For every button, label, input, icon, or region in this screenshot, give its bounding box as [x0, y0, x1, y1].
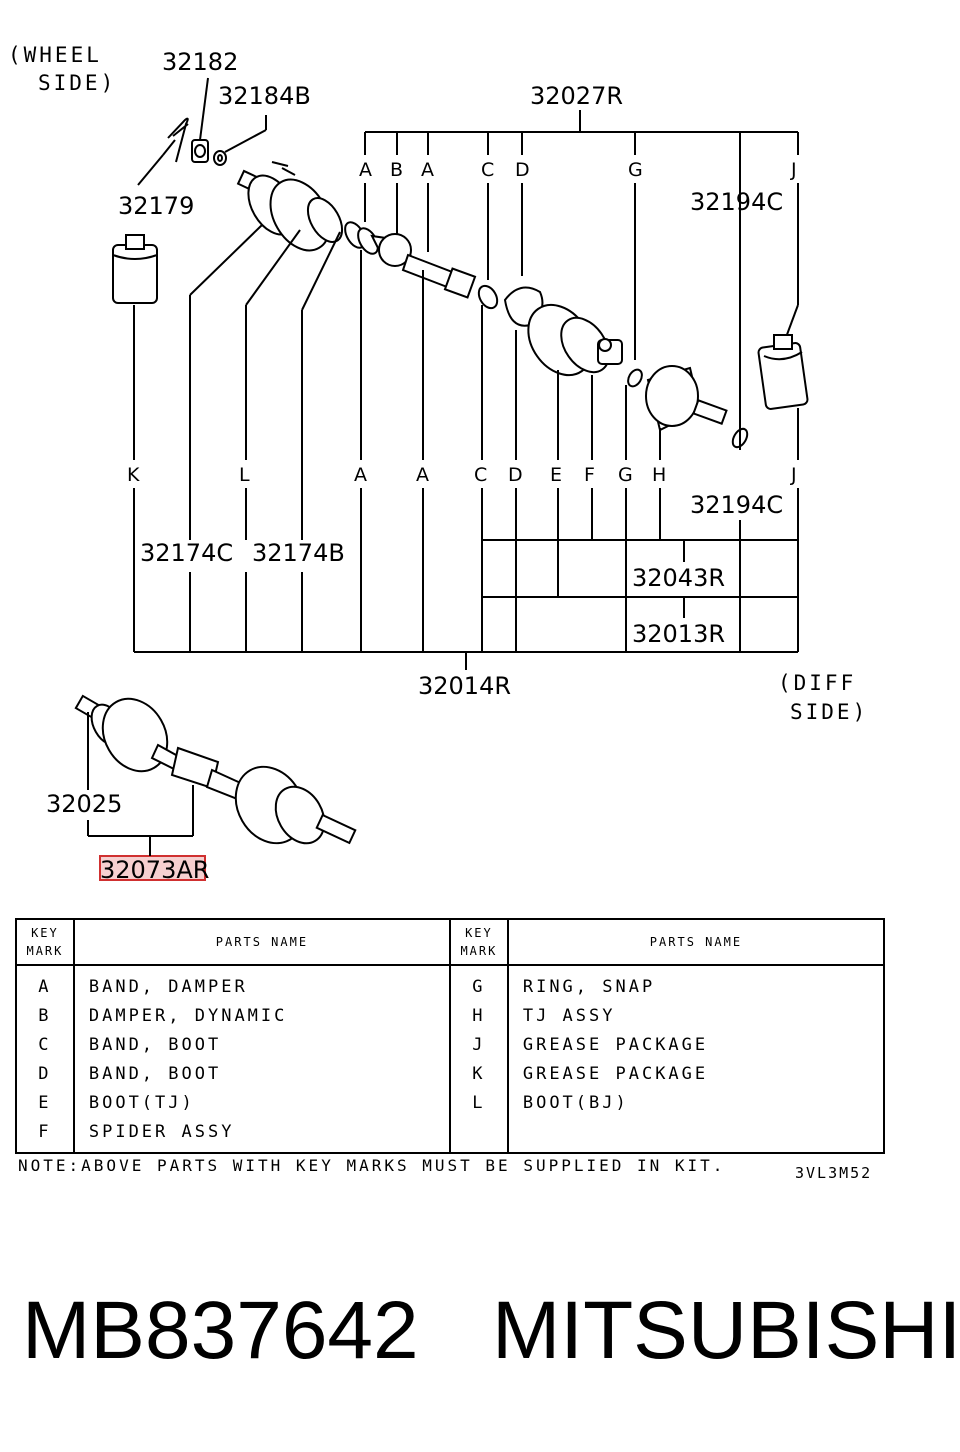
grease-package-icon [112, 234, 158, 304]
spider-assy-icon [597, 338, 623, 365]
wheel-side-label: (WHEEL SIDE) [8, 43, 116, 95]
label-32194c-bottom: 32194C [690, 491, 783, 519]
bj-joint-icon [236, 161, 344, 252]
cotter-pin-icon [167, 117, 189, 163]
diagram-code: 3VL3M52 [795, 1164, 873, 1182]
mark-a: A [416, 464, 429, 486]
mark-h: H [652, 464, 666, 486]
grease-package-right-icon [757, 334, 809, 410]
dynamic-damper-icon [370, 233, 417, 267]
label-32182: 32182 [162, 48, 238, 76]
label-32013r: 32013R [632, 620, 725, 648]
nut-icon [191, 139, 209, 163]
assembled-leaders [87, 712, 194, 856]
mark-l: L [239, 464, 250, 486]
label-32014r: 32014R [418, 672, 511, 700]
part-number-title: MB837642 [22, 1285, 419, 1376]
parts-name-header: PARTS NAME [72, 918, 451, 966]
label-32174c: 32174C [140, 539, 233, 567]
kit-note: NOTE:ABOVE PARTS WITH KEY MARKS MUST BE … [18, 1156, 726, 1175]
svg-text:SIDE): SIDE) [790, 700, 868, 724]
damper-band-icon [344, 221, 379, 255]
label-32194c-top: 32194C [690, 188, 783, 216]
small-part-leaders [137, 77, 267, 186]
label-32027r: 32027R [530, 82, 623, 110]
brand-title: MITSUBISHI [492, 1285, 960, 1376]
mark-d: D [508, 464, 523, 486]
mark-g: G [618, 464, 633, 486]
snap-ring-icon [627, 368, 643, 388]
svg-text:(DIFF: (DIFF [778, 671, 856, 695]
shaft-icon [401, 253, 477, 299]
top-callout-marks: A B A C D G J [359, 159, 797, 181]
svg-text:(WHEEL: (WHEEL [8, 43, 102, 67]
bracket-32027r [364, 110, 799, 450]
mark-a: A [359, 159, 372, 181]
label-32184b: 32184B [218, 82, 311, 110]
mark-c: C [481, 159, 494, 181]
parts-name-header: PARTS NAME [506, 918, 886, 966]
mark-a: A [354, 464, 367, 486]
mark-d: D [515, 159, 530, 181]
tj-boot-icon [527, 303, 610, 377]
mark-e: E [550, 464, 562, 486]
washer-icon [213, 150, 227, 166]
bracket-tree [133, 488, 799, 670]
label-32179: 32179 [118, 192, 194, 220]
mark-a: A [421, 159, 434, 181]
label-32174b: 32174B [252, 539, 345, 567]
bottom-callout-marks: K L A A C D E F G H J [127, 464, 797, 486]
mark-c: C [474, 464, 487, 486]
mark-k: K [127, 464, 140, 486]
label-32073ar: 32073AR [100, 856, 209, 884]
mark-g: G [628, 159, 643, 181]
label-32025: 32025 [46, 790, 122, 818]
highlight-32073ar [99, 855, 206, 881]
mark-f: F [584, 464, 595, 486]
assembled-driveshaft-icon [74, 694, 357, 845]
bottom-leaders [133, 224, 799, 540]
mark-j: J [790, 159, 797, 181]
mark-b: B [390, 159, 403, 181]
o-ring-icon [731, 427, 749, 449]
mark-j: J [790, 464, 797, 486]
svg-text:SIDE): SIDE) [38, 71, 116, 95]
top-leaders [364, 183, 799, 360]
tj-assy-icon [645, 365, 728, 432]
diff-side-label: (DIFF SIDE) [778, 671, 868, 724]
label-32043r: 32043R [632, 564, 725, 592]
